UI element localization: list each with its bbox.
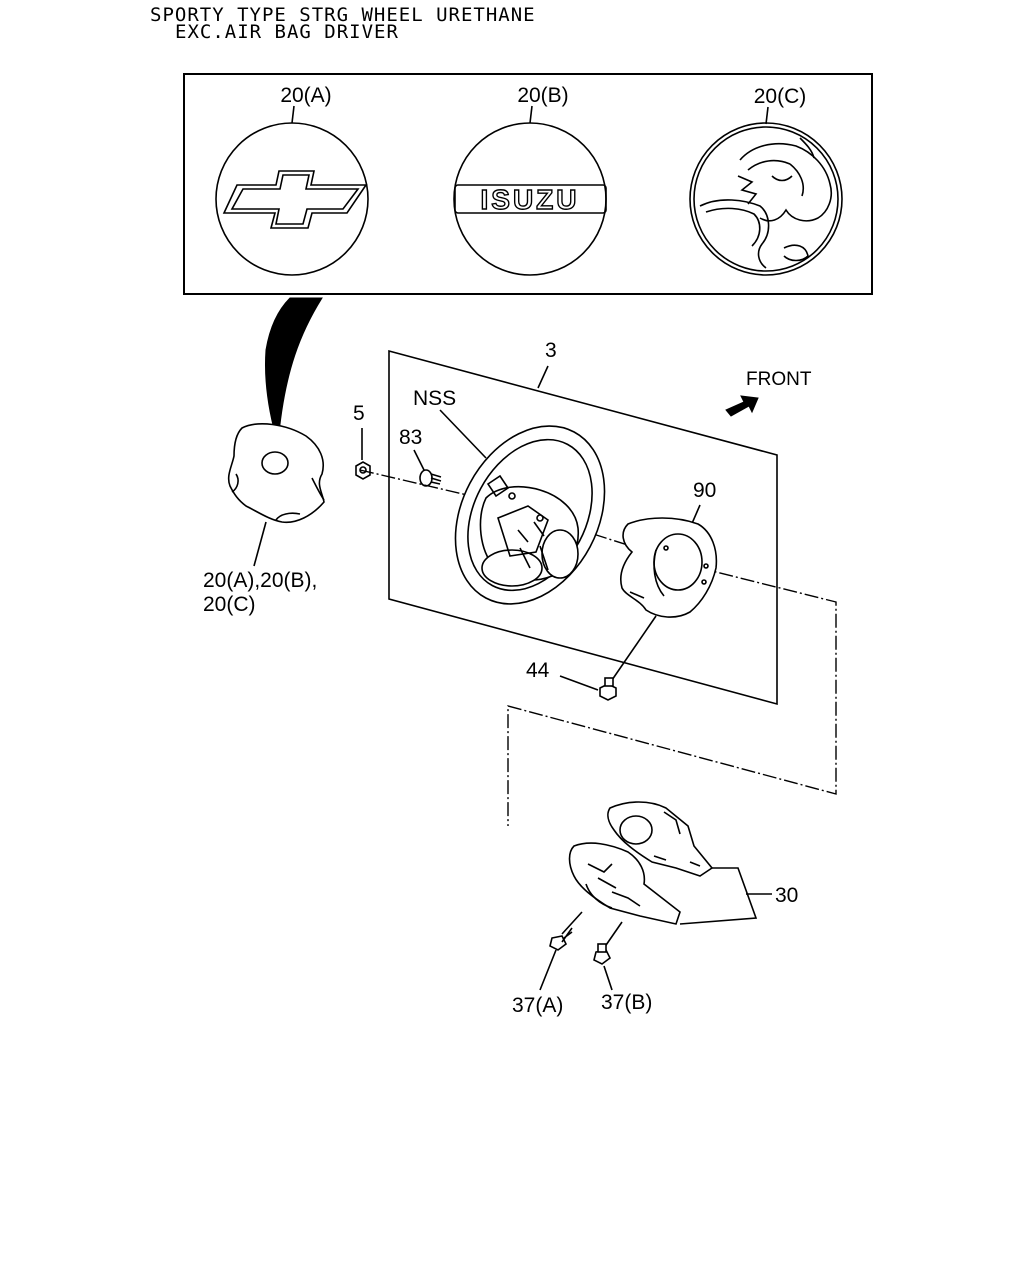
column-cover-callout: 90	[693, 479, 716, 502]
title-line-1: SPORTY TYPE STRG WHEEL URETHANE	[150, 4, 536, 26]
pad-callout-line-2: 20(C)	[203, 593, 256, 616]
screw-83-icon	[419, 469, 442, 487]
lower-cover-bracket	[679, 867, 758, 925]
emblem-20b: 20(B) ISUZU	[453, 84, 607, 276]
lower-column-cover-bottom	[568, 842, 681, 925]
lower-cover-callout: 30	[775, 884, 798, 907]
steering-wheel-assembly-plane: 3	[388, 339, 778, 706]
isuzu-emblem-icon: ISUZU	[454, 183, 607, 216]
isuzu-wordmark: ISUZU	[481, 184, 580, 215]
steering-wheel	[454, 425, 606, 605]
nut-callout: 5	[353, 402, 365, 425]
pointer-arrow	[265, 297, 323, 445]
screw-37b-icon	[593, 943, 612, 965]
bowtie-emblem-icon	[222, 170, 368, 229]
lion-emblem-icon	[699, 137, 833, 269]
emblem-20b-label: 20(B)	[517, 84, 568, 107]
screw-37a-icon	[549, 927, 573, 951]
emblem-inset-box: 20(A) 20(B) ISUZU 20(C)	[183, 73, 873, 295]
pad-callout-line-1: 20(A),20(B),	[203, 569, 317, 592]
bolt-44-callout: 44	[526, 659, 550, 682]
nss-callout: NSS	[413, 387, 456, 410]
emblem-20a-label: 20(A)	[280, 84, 331, 107]
title-line-2: EXC.AIR BAG DRIVER	[175, 21, 399, 43]
lower-column-cover-top	[607, 801, 714, 877]
upper-column-cover	[619, 517, 718, 618]
emblem-20a: 20(A)	[215, 84, 369, 276]
emblem-20c: 20(C)	[689, 85, 843, 276]
bolt-44-icon	[599, 677, 617, 701]
front-arrow-icon	[725, 395, 759, 417]
screw-37a-callout: 37(A)	[512, 994, 563, 1017]
front-label: FRONT	[746, 369, 812, 390]
screw-83-callout: 83	[399, 426, 422, 449]
horn-pad	[227, 423, 325, 524]
screw-37b-callout: 37(B)	[601, 991, 652, 1014]
assembly-callout: 3	[545, 339, 557, 362]
emblem-20c-label: 20(C)	[754, 85, 807, 108]
